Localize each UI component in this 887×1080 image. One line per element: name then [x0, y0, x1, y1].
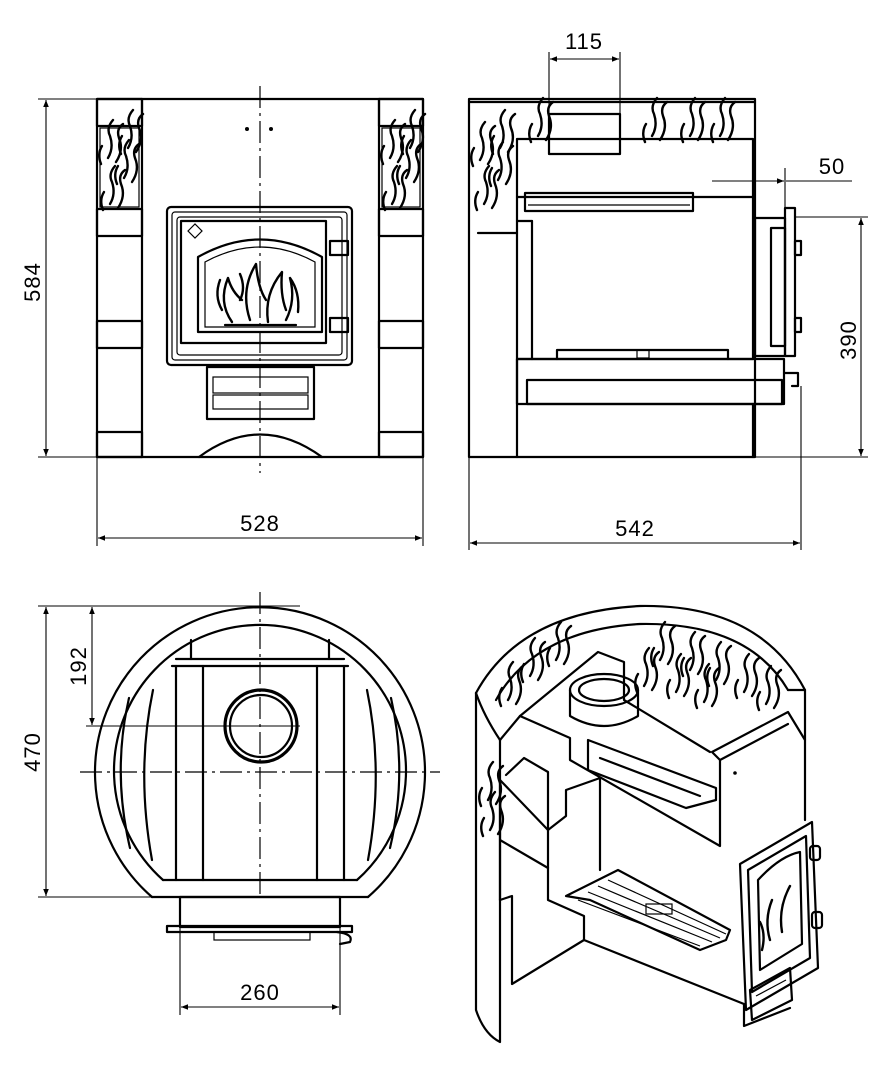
door-height-dimension: 390: [755, 216, 868, 458]
side-section-view: [467, 96, 803, 459]
flue-width-dimension: 115: [548, 29, 621, 114]
side-width-dimension: 542: [468, 386, 802, 550]
side-door: [753, 206, 803, 388]
door-height-label: 390: [836, 320, 861, 360]
front-door: [165, 205, 354, 367]
door-protrusion-dimension: 50: [712, 154, 852, 208]
top-offset-label: 192: [66, 646, 91, 686]
door-protrusion-label: 50: [819, 154, 845, 179]
front-height-label: 584: [20, 262, 45, 302]
front-width-dimension: 528: [96, 457, 424, 546]
right-stone-panel: [380, 108, 427, 212]
top-depth-dimension: 470: [20, 605, 300, 898]
iso-outer-rim: [474, 604, 807, 742]
base-width-dimension: 260: [179, 927, 341, 1015]
door-flames: [216, 262, 300, 327]
top-view: [80, 592, 440, 946]
iso-grate: [564, 868, 732, 952]
left-stone-panel: [98, 108, 145, 212]
top-door-plate: [165, 924, 354, 934]
base-width-label: 260: [240, 980, 280, 1005]
top-depth-label: 470: [20, 732, 45, 772]
iso-stone-band: [478, 620, 783, 838]
front-width-label: 528: [240, 511, 280, 536]
isometric-cutaway-view: [474, 604, 824, 1044]
iso-baffle: [586, 738, 718, 810]
flue-width-label: 115: [565, 29, 603, 54]
side-baffle: [523, 191, 695, 213]
top-offset-dimension: 192: [66, 607, 300, 727]
iso-door: [738, 820, 824, 1022]
front-view: [95, 86, 427, 473]
side-width-label: 542: [615, 516, 655, 541]
flue-pipe: [547, 112, 622, 156]
front-height-dimension: 584: [20, 98, 97, 458]
